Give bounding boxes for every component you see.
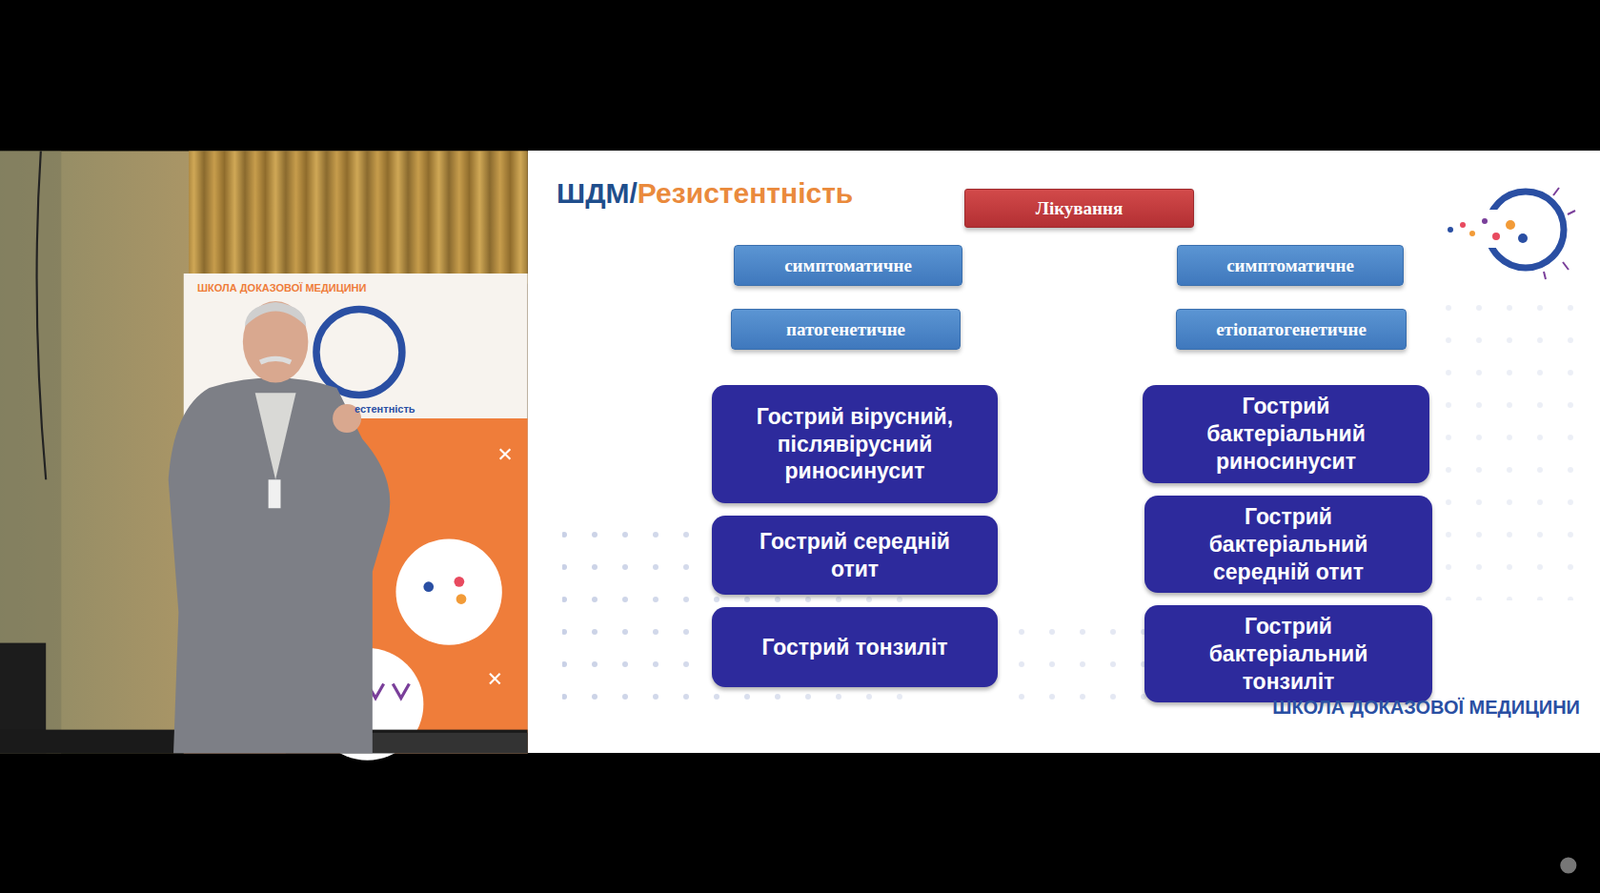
treatment-box: етіопатогенетичне: [1175, 308, 1407, 350]
treatment-box: патогенетичне: [730, 308, 961, 350]
banner-text: естентність: [354, 403, 416, 415]
header-box: Лікування: [964, 188, 1195, 228]
box-text: симптоматичне: [1226, 255, 1355, 277]
box-text: етіопатогенетичне: [1215, 319, 1367, 341]
box-text: симптоматичне: [784, 255, 912, 277]
diagnosis-box: Гострий бактеріальний риносинусит: [1142, 384, 1430, 484]
box-text: Лікування: [1035, 198, 1124, 220]
logo: [1447, 187, 1576, 280]
box-text: Гострий бактеріальний тонзиліт: [1178, 612, 1398, 695]
box-text: патогенетичне: [786, 319, 906, 341]
banner-text: ШКОЛА ДОКАЗОВОЇ МЕДИЦИНИ: [197, 282, 366, 294]
box-text: Гострий бактеріальний середній отит: [1178, 503, 1398, 586]
box-text: Гострий середній отит: [746, 527, 964, 584]
box-text: Гострий бактеріальний риносинусит: [1176, 392, 1396, 475]
diagnosis-box: Гострий бактеріальний середній отит: [1144, 495, 1433, 593]
diagnosis-box: Гострий вірусний, післявірусний риносину…: [711, 384, 998, 504]
diagnosis-box: Гострий тонзиліт: [711, 607, 998, 688]
box-text: Гострий тонзиліт: [761, 633, 948, 662]
diagnosis-box: Гострий бактеріальний тонзиліт: [1144, 605, 1433, 703]
slide-title: Резистентність: [637, 177, 853, 210]
treatment-box: симптоматичне: [1176, 244, 1404, 286]
box-text: Гострий вірусний, післявірусний риносину…: [746, 403, 964, 486]
slide-title: ШДМ/: [556, 177, 638, 210]
slide-footer: ШКОЛА ДОКАЗОВОЇ МЕДИЦИНИ: [1272, 696, 1580, 719]
treatment-box: симптоматичне: [733, 244, 963, 286]
diagnosis-box: Гострий середній отит: [711, 515, 998, 595]
